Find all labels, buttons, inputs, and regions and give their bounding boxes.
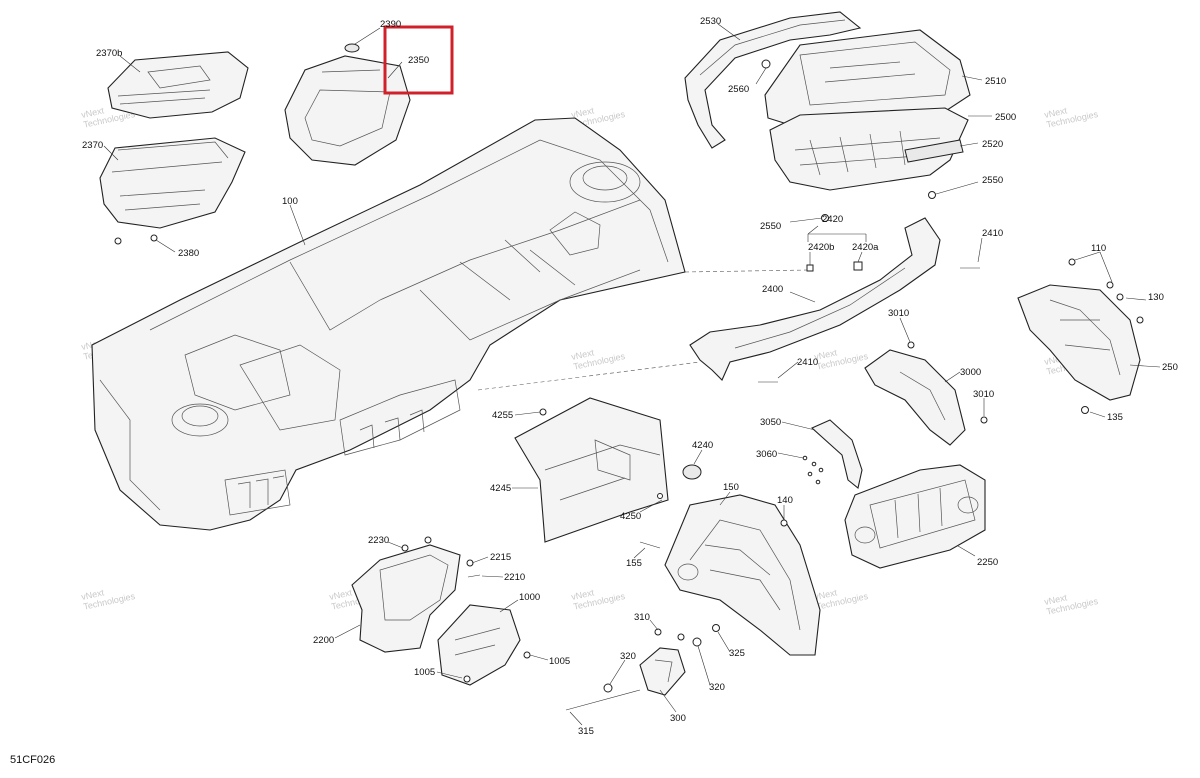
part-2400-rail[interactable] bbox=[689, 217, 941, 381]
part-4245-glovebox[interactable] bbox=[514, 397, 669, 543]
part-2250-panel[interactable] bbox=[844, 464, 986, 569]
highlight-box bbox=[383, 25, 454, 95]
part-2550-fasteners[interactable] bbox=[821, 191, 936, 222]
label-4250: 4250 bbox=[620, 511, 641, 522]
label-2390: 2390 bbox=[380, 19, 401, 30]
label-3010: 3010 bbox=[973, 389, 994, 400]
assembly-line bbox=[477, 361, 701, 391]
label-4245: 4245 bbox=[490, 483, 511, 494]
label-2350: 2350 bbox=[408, 55, 429, 66]
label-325: 325 bbox=[729, 648, 745, 659]
part-2530-handle[interactable] bbox=[684, 11, 862, 149]
part-2420-clips[interactable] bbox=[806, 261, 863, 272]
label-4255: 4255 bbox=[492, 410, 513, 421]
label-300: 300 bbox=[670, 713, 686, 724]
label-4240: 4240 bbox=[692, 440, 713, 451]
label-3060: 3060 bbox=[756, 449, 777, 460]
leader-lines bbox=[103, 23, 1161, 726]
part-2510-bin[interactable] bbox=[764, 29, 971, 129]
part-2370-tray[interactable] bbox=[99, 137, 246, 245]
part-150-bracket[interactable] bbox=[639, 494, 821, 656]
label-3050: 3050 bbox=[760, 417, 781, 428]
part-2410-bolts[interactable] bbox=[758, 267, 980, 383]
watermark-brand: vNext bbox=[813, 587, 838, 602]
label-250: 250 bbox=[1162, 362, 1178, 373]
watermark-brand: vNext bbox=[570, 105, 595, 120]
label-2500: 2500 bbox=[995, 112, 1016, 123]
part-3000-trim[interactable] bbox=[864, 341, 988, 446]
assembly-line bbox=[684, 269, 809, 273]
part-2500-bin-lower[interactable] bbox=[769, 107, 969, 191]
part-300-hinge[interactable] bbox=[565, 624, 720, 711]
label-310: 310 bbox=[634, 612, 650, 623]
label-2420a: 2420a bbox=[852, 242, 879, 253]
label-2550: 2550 bbox=[760, 221, 781, 232]
label-2550: 2550 bbox=[982, 175, 1003, 186]
label-110: 110 bbox=[1091, 243, 1106, 254]
label-2410: 2410 bbox=[797, 357, 818, 368]
label-140: 140 bbox=[777, 495, 793, 506]
label-2400: 2400 bbox=[762, 284, 783, 295]
label-2230: 2230 bbox=[368, 535, 389, 546]
watermark-brand: vNext bbox=[328, 587, 353, 602]
label-2210: 2210 bbox=[504, 572, 525, 583]
watermark-brand: vNext bbox=[570, 347, 595, 362]
label-2200: 2200 bbox=[313, 635, 334, 646]
label-320: 320 bbox=[709, 682, 725, 693]
watermark-brand: vNext bbox=[813, 347, 838, 362]
label-2370b: 2370b bbox=[96, 48, 122, 59]
watermark-brand: vNext bbox=[1043, 592, 1068, 607]
part-3060-clips[interactable] bbox=[802, 455, 824, 485]
label-100: 100 bbox=[282, 196, 298, 207]
label-3010: 3010 bbox=[888, 308, 909, 319]
label-2520: 2520 bbox=[982, 139, 1003, 150]
part-2350-panel[interactable] bbox=[284, 55, 411, 166]
label-315: 315 bbox=[578, 726, 594, 737]
part-3050-strip[interactable] bbox=[811, 419, 863, 489]
label-2370: 2370 bbox=[82, 140, 103, 151]
part-250-bracket[interactable] bbox=[1017, 258, 1144, 414]
label-2420b: 2420b bbox=[808, 242, 834, 253]
part-1000-cover[interactable] bbox=[437, 604, 531, 686]
part-2390-cap[interactable] bbox=[344, 43, 360, 53]
watermark-brand: vNext bbox=[80, 105, 105, 120]
label-135: 135 bbox=[1107, 412, 1123, 423]
label-3000: 3000 bbox=[960, 367, 981, 378]
label-150: 150 bbox=[723, 482, 739, 493]
label-130: 130 bbox=[1148, 292, 1164, 303]
label-2215: 2215 bbox=[490, 552, 511, 563]
label-1000: 1000 bbox=[519, 592, 540, 603]
part-2200-bracket[interactable] bbox=[351, 536, 481, 653]
watermark-brand: vNext bbox=[570, 587, 595, 602]
diagram-code: 51CF026 bbox=[10, 754, 56, 766]
label-2420: 2420 bbox=[822, 214, 843, 225]
label-1005: 1005 bbox=[414, 667, 435, 678]
label-2410: 2410 bbox=[982, 228, 1003, 239]
label-2250: 2250 bbox=[977, 557, 998, 568]
watermark-brand: vNext bbox=[1043, 105, 1068, 120]
label-2510: 2510 bbox=[985, 76, 1006, 87]
label-2380: 2380 bbox=[178, 248, 199, 259]
part-2520-strip[interactable] bbox=[904, 139, 964, 163]
callout-labels: 2390 2350 2370b 2370 2380 100 2530 2560 … bbox=[82, 16, 1178, 737]
label-155: 155 bbox=[626, 558, 642, 569]
label-320: 320 bbox=[620, 651, 636, 662]
label-2560: 2560 bbox=[728, 84, 749, 95]
label-1005: 1005 bbox=[549, 656, 570, 667]
part-100-dashboard[interactable] bbox=[91, 117, 686, 531]
part-2370b-lid[interactable] bbox=[107, 51, 249, 119]
part-2560-fastener[interactable] bbox=[761, 59, 771, 69]
watermark-brand: vNext bbox=[80, 587, 105, 602]
part-4240-cap[interactable] bbox=[682, 464, 702, 480]
label-2530: 2530 bbox=[700, 16, 721, 27]
